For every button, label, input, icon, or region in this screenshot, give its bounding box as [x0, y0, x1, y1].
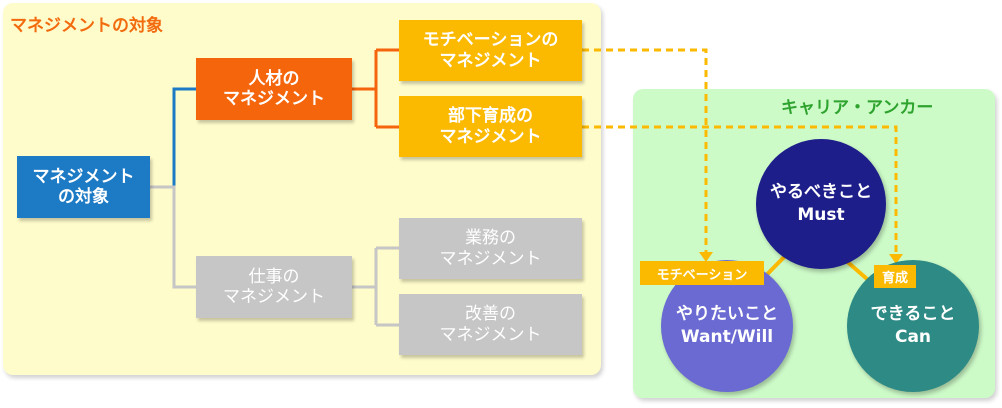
box-line: マネジメント — [439, 248, 542, 269]
must-circle: やるべきこと Must — [756, 139, 886, 269]
operations-management-box: 業務の マネジメント — [399, 218, 582, 279]
box-line: 部下育成の — [448, 106, 533, 127]
circle-label: できること — [870, 304, 956, 325]
management-target-root-box: マネジメント の対象 — [17, 156, 150, 218]
motivation-management-box: モチベーションの マネジメント — [399, 20, 582, 81]
circle-label: Want/Will — [680, 327, 774, 347]
box-line: 仕事の — [248, 266, 300, 287]
management-target-title: マネジメントの対象 — [10, 16, 163, 36]
box-line: マネジメント — [439, 50, 542, 71]
circle-label: Must — [797, 205, 845, 225]
motivation-tag: モチベーション — [640, 261, 764, 285]
box-line: マネジメント — [439, 126, 542, 147]
box-line: の対象 — [58, 187, 109, 207]
box-line: マネジメント — [223, 89, 325, 109]
box-line: 業務の — [465, 228, 516, 249]
people-management-box: 人材の マネジメント — [196, 58, 352, 120]
improvement-management-box: 改善の マネジメント — [399, 294, 582, 355]
circle-label: やるべきこと — [770, 182, 872, 203]
box-line: モチベーションの — [422, 30, 559, 51]
box-line: 改善の — [465, 304, 516, 325]
development-tag: 育成 — [874, 265, 916, 288]
box-line: 人材の — [248, 68, 300, 89]
circle-label: Can — [894, 327, 932, 347]
subordinate-development-box: 部下育成の マネジメント — [399, 96, 582, 157]
career-anchor-title: キャリア・アンカー — [781, 98, 934, 118]
work-management-box: 仕事の マネジメント — [196, 256, 352, 318]
circle-label: やりたいこと — [676, 304, 778, 325]
box-line: マネジメント — [439, 324, 542, 345]
box-line: マネジメント — [32, 166, 135, 187]
box-line: マネジメント — [223, 287, 325, 307]
